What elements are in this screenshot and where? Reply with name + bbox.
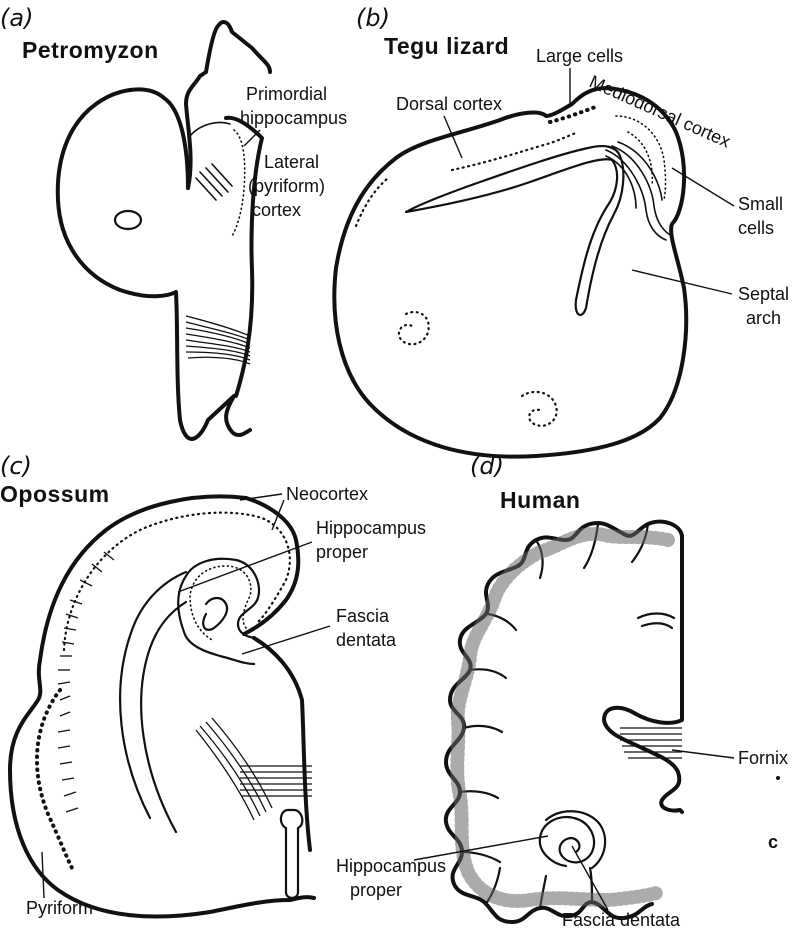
lizard-ventricle (406, 146, 623, 315)
panel-a: (a) Petromyzon P (0, 4, 347, 439)
panel-b: (b) Tegu lizard Large cells Dorsal corte… (334, 4, 789, 457)
petromyzon-fiber-bundle (186, 316, 250, 364)
label-small-cells-line2: cells (738, 218, 774, 238)
label-human-hippocampus-line2: proper (350, 880, 402, 900)
lizard-nucleus-left (399, 312, 429, 344)
label-human-fascia-dentata: Fascia dentata (562, 910, 681, 930)
opossum-tube (281, 810, 302, 898)
opossum-hippocampus-dots (190, 566, 251, 640)
opossum-dorsal-outline (246, 498, 296, 540)
label-septal-arch-line2: arch (746, 308, 781, 328)
panel-a-species: Petromyzon (22, 37, 159, 63)
human-insula-notch (638, 614, 674, 629)
leader-pyriform (42, 852, 44, 898)
label-lateral-line3: cortex (252, 200, 301, 220)
human-midline (604, 536, 682, 812)
opossum-inner-loop (203, 598, 227, 630)
label-primordial-hippocampus-line1: Primordial (246, 84, 327, 104)
panel-c-letter: (c) (0, 452, 32, 480)
label-fornix: Fornix (738, 748, 788, 768)
label-opossum-fascia-line1: Fascia (336, 606, 390, 626)
panel-b-species: Tegu lizard (384, 33, 509, 59)
label-large-cells: Large cells (536, 46, 623, 66)
panel-d-letter: (d) (470, 452, 504, 480)
leader-human-hippocampus (414, 836, 548, 860)
opossum-radial-striations (58, 552, 114, 812)
label-human-hippocampus-line1: Hippocampus (336, 856, 446, 876)
petromyzon-ventricle (115, 211, 141, 229)
label-lateral-line2: (pyriform) (248, 176, 325, 196)
label-pyriform: Pyriform (26, 898, 93, 918)
petromyzon-hippocampus-dots (232, 130, 245, 236)
human-hippocampus-spiral (540, 817, 594, 866)
opossum-inner-curves (120, 572, 186, 832)
label-small-cells-line1: Small (738, 194, 783, 214)
opossum-fiber-bundle (196, 718, 312, 820)
label-dorsal-cortex: Dorsal cortex (396, 94, 502, 114)
panel-a-letter: (a) (0, 4, 33, 32)
leader-opossum-hippocampus (178, 542, 312, 592)
label-lateral-line1: Lateral (264, 152, 319, 172)
petromyzon-brain-outline (58, 89, 250, 438)
panel-d-species: Human (500, 487, 580, 513)
panel-c: (c) Opossum (0, 452, 426, 918)
petromyzon-striations (196, 164, 232, 200)
human-brain-outline (446, 522, 682, 922)
leader-primordial-hippocampus (244, 130, 260, 146)
opossum-brain-outline (10, 496, 314, 916)
lizard-dorsal-cortex-dots (452, 132, 578, 170)
label-opossum-fascia-line2: dentata (336, 630, 397, 650)
leader-neocortex-2 (272, 500, 284, 530)
lizard-lateral-cortex-dots (356, 178, 388, 226)
panel-b-letter: (b) (356, 4, 390, 32)
label-mediodorsal-cortex: Mediodorsal cortex (586, 71, 733, 151)
label-neocortex: Neocortex (286, 484, 368, 504)
panel-c-species: Opossum (0, 481, 110, 507)
human-mark-dot (776, 776, 780, 780)
label-septal-arch-line1: Septal (738, 284, 789, 304)
petromyzon-inner-line (190, 123, 230, 137)
leader-fornix (672, 750, 734, 758)
lizard-nucleus-right (522, 392, 557, 426)
human-mark-c: c (768, 832, 778, 852)
label-primordial-hippocampus-line2: hippocampus (240, 108, 347, 128)
opossum-hippocampus-fold (178, 559, 259, 664)
label-opossum-hippocampus-line1: Hippocampus (316, 518, 426, 538)
lizard-brain-outline (334, 88, 686, 457)
label-opossum-hippocampus-line2: proper (316, 542, 368, 562)
